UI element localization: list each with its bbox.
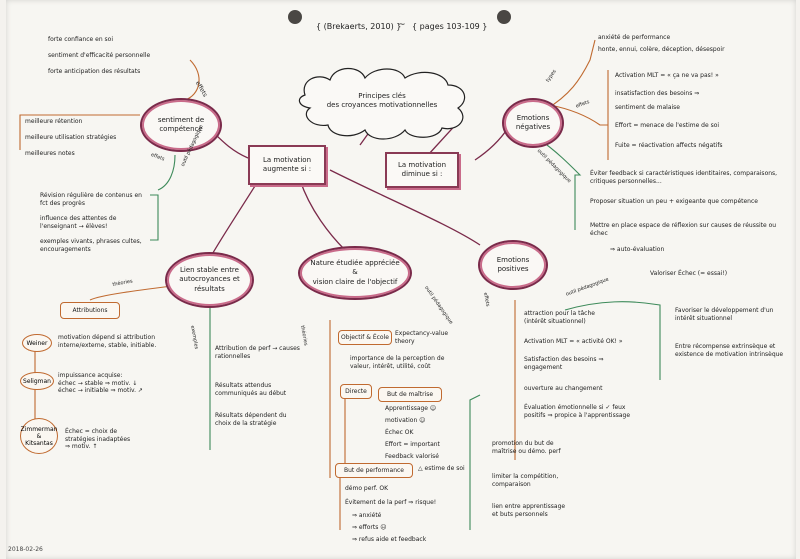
reference-right: { pages 103-109 } [412,22,488,31]
seligman-text: impuissance acquise: échec → stable ⇒ mo… [58,372,143,394]
expectancy-label: Expectancy-value theory [395,330,449,345]
cloud-title: Principes clés des croyances motivationn… [326,92,438,109]
neg-outil-item: Proposer situation un peu + exigeante qu… [590,198,758,205]
lien-item: Résultats attendus communiqués au début [215,382,287,397]
but-ecole-box: Objectif & École [338,330,392,345]
neg-type-item: anxiété de performance [598,34,671,41]
perf-item: ⇒ refus aide et feedback [352,536,427,543]
punch-hole [288,10,302,24]
neg-effet-item: Activation MLT = « ça ne va pas! » [615,72,719,79]
outil-mid-item: limiter la compétition, comparaison [492,473,559,488]
perf-item: ⇒ anxiété [352,512,382,519]
node-emotions-negatives: Emotions négatives [502,98,564,148]
maitrise-item: motivation ☺ [385,417,426,424]
neg-type-item: honte, ennui, colère, déception, désespo… [598,46,725,53]
author-zimmerman: Zimmerman & Kitsantas [20,418,58,454]
left-item: meilleure rétention [25,118,83,125]
but-performance-box: But de performance [335,463,413,478]
but-maitrise-box: But de maîtrise [378,387,442,402]
attributions-box: Attributions [60,302,120,319]
neg-outil-item: Mettre en place espace de réflexion sur … [590,222,777,237]
outil-mid-item: promotion du but de maîtrise ou démo. pe… [492,440,561,455]
lien-item: Résultats dépendent du choix de la strat… [215,412,287,427]
center-box: La motivation augmente si : [248,145,326,185]
maitrise-item: Apprentissage ☺ [385,405,437,412]
neg-outil-item: Valoriser Échec (= essai!) [650,270,728,277]
neg-outil-item: ⇒ auto-évaluation [610,246,665,253]
node-sentiment-competence: sentiment de compétence [140,98,222,152]
emo-pos-item: attraction pour la tâche (intérêt situat… [524,310,595,325]
outil-mid-item: lien entre apprentissage et buts personn… [492,503,566,518]
top-left-item: forte confiance en soi [48,36,113,43]
neg-effet-item: Effort = menace de l'estime de soi [615,122,720,129]
maitrise-item: Feedback valorisé [385,453,439,460]
author-seligman: Seligman [20,372,54,390]
estime-note: △ estime de soi [418,465,465,472]
neg-effet-item: sentiment de malaise [615,104,680,111]
perf-item: Évitement de la perf ⇒ risque! [345,499,437,506]
lien-item: Attribution de perf → causes rationnelle… [215,345,300,360]
emo-pos-item: ouverture au changement [524,385,603,392]
node-emotions-positives: Emotions positives [478,240,548,290]
maitrise-item: Effort = important [385,441,440,448]
outil-left-item: Révision régulière de contenus en fct de… [40,192,142,207]
right-box: La motivation diminue si : [385,152,459,188]
top-left-item: forte anticipation des résultats [48,68,141,75]
outil-left-item: exemples vivants, phrases cultes, encour… [40,238,142,253]
node-lien-stable: Lien stable entre autocroyances et résul… [165,252,254,308]
perf-item: ⇒ efforts ☹ [352,524,387,531]
neg-outil-item: Éviter feedback si caractéristiques iden… [590,170,778,185]
perf-item: démo perf. OK [345,485,389,492]
author-weiner: Weiner [22,334,52,352]
emo-pos-item: Activation MLT = « activité OK! » [524,338,623,345]
zimmerman-text: Échec = choix de stratégies inadaptées ⇒… [65,428,131,450]
outil-left-item: influence des attentes de l'enseignant →… [40,215,117,230]
left-item: meilleures notes [25,150,75,157]
node-nature-etudiee: Nature étudiée appréciée & vision claire… [298,246,412,300]
directe-box: Directe [340,384,372,399]
punch-hole [497,10,511,24]
date-stamp: 2018-02-26 [8,546,43,553]
outil-right-item: Favoriser le développement d'un intérêt … [675,307,774,322]
weiner-text: motivation dépend si attribution interne… [58,334,157,349]
tilde-symbol: ~ [398,20,406,30]
neg-effet-item: Fuite = réactivation affects négatifs [615,142,723,149]
top-left-item: sentiment d'efficacité personnelle [48,52,151,59]
left-item: meilleure utilisation stratégies [25,134,117,141]
neg-effet-item: insatisfaction des besoins ⇒ [615,90,700,97]
emo-pos-item: Satisfaction des besoins ⇒ engagement [524,356,604,371]
maitrise-item: Échec OK [385,429,414,436]
emo-pos-item: Évaluation émotionnelle si ✓ feux positi… [524,404,631,419]
expectancy-text: importance de la perception de valeur, i… [350,355,445,370]
outil-right-item: Entre récompense extrinsèque et existenc… [675,343,784,358]
reference-left: { (Brekaerts, 2010) } [316,22,402,31]
